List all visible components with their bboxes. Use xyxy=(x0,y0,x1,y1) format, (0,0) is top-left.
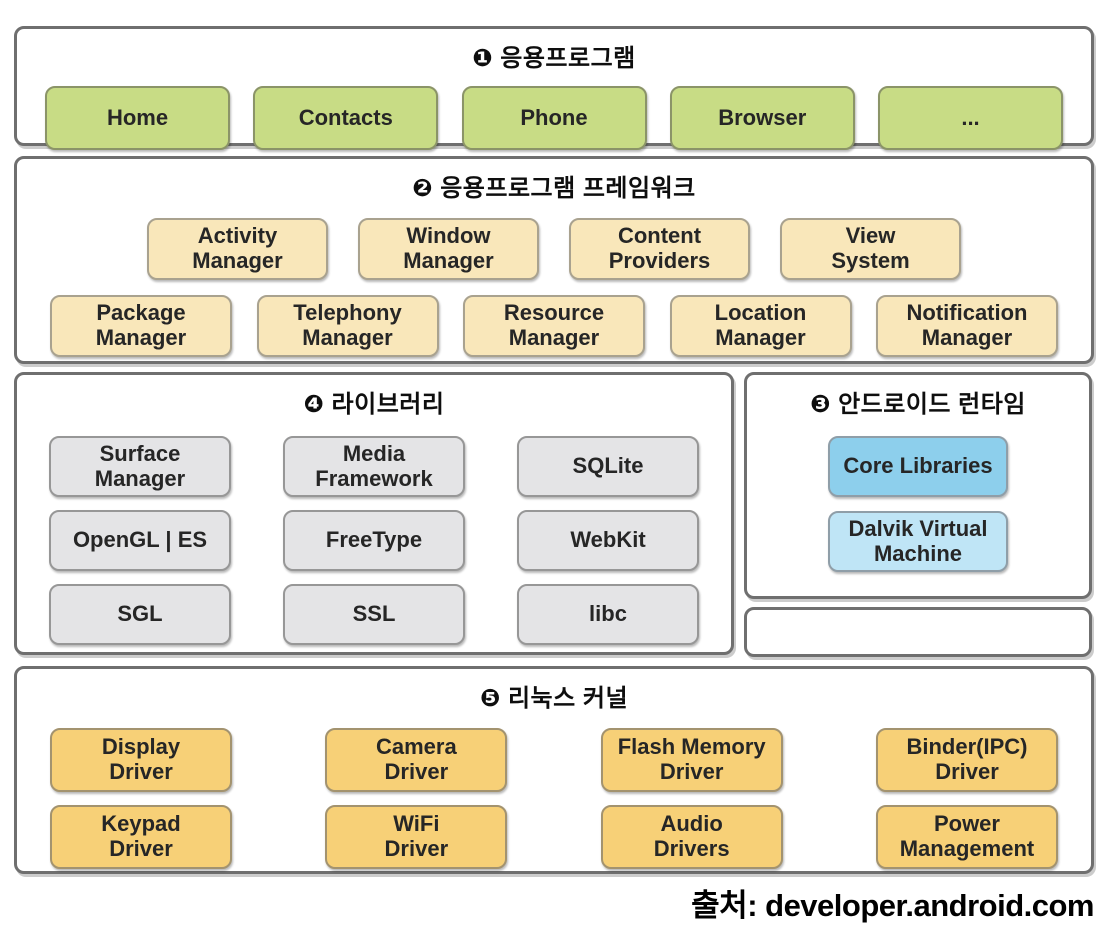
panel-empty-strip xyxy=(744,607,1092,657)
lib-box-webkit: WebKit xyxy=(517,510,699,571)
lib-box-media-framework: Media Framework xyxy=(283,436,465,497)
app-box-phone: Phone xyxy=(461,86,647,150)
kern-box-binder-ipc-driver: Binder(IPC) Driver xyxy=(875,728,1058,792)
framework-row-1: Activity Manager Window Manager Content … xyxy=(17,218,1091,280)
rt-box-core-libraries: Core Libraries xyxy=(828,436,1008,497)
fw-box-view-system: View System xyxy=(780,218,961,280)
lib-box-ssl: SSL xyxy=(283,584,465,645)
kernel-row-2: Keypad Driver WiFi Driver Audio Drivers … xyxy=(17,805,1091,869)
panel-libraries: ❹ 라이브러리 Surface Manager Media Framework … xyxy=(14,372,734,655)
kern-box-keypad-driver: Keypad Driver xyxy=(50,805,232,869)
section-title-kernel: ❺ 리눅스 커널 xyxy=(479,685,629,712)
kern-box-power-management: Power Management xyxy=(875,805,1058,869)
app-box-more: ... xyxy=(878,86,1063,150)
kern-box-camera-driver: Camera Driver xyxy=(325,728,508,792)
kern-box-display-driver: Display Driver xyxy=(50,728,232,792)
libraries-row-2: OpenGL | ES FreeType WebKit xyxy=(17,510,731,571)
lib-box-sqlite: SQLite xyxy=(517,436,699,497)
kern-box-wifi-driver: WiFi Driver xyxy=(325,805,508,869)
lib-box-libc: libc xyxy=(517,584,699,645)
fw-box-content-providers: Content Providers xyxy=(569,218,750,280)
applications-row: Home Contacts Phone Browser ... xyxy=(17,86,1091,150)
lib-box-opengl-es: OpenGL | ES xyxy=(49,510,231,571)
fw-box-window-manager: Window Manager xyxy=(358,218,539,280)
lib-box-freetype: FreeType xyxy=(283,510,465,571)
libraries-row-3: SGL SSL libc xyxy=(17,584,731,645)
fw-box-resource-manager: Resource Manager xyxy=(463,295,645,357)
fw-box-activity-manager: Activity Manager xyxy=(147,218,328,280)
rt-box-dalvik-vm: Dalvik Virtual Machine xyxy=(828,511,1008,572)
panel-runtime: ❸ 안드로이드 런타임 Core Libraries Dalvik Virtua… xyxy=(744,372,1092,599)
section-title-applications: ❶ 응용프로그램 xyxy=(472,45,636,72)
section-title-libraries: ❹ 라이브러리 xyxy=(303,391,445,418)
libraries-row-1: Surface Manager Media Framework SQLite xyxy=(17,436,731,497)
kernel-row-1: Display Driver Camera Driver Flash Memor… xyxy=(17,728,1091,792)
fw-box-location-manager: Location Manager xyxy=(669,295,852,357)
section-title-runtime: ❸ 안드로이드 런타임 xyxy=(810,391,1026,418)
app-box-contacts: Contacts xyxy=(253,86,439,150)
runtime-column: Core Libraries Dalvik Virtual Machine xyxy=(747,436,1089,572)
kern-box-flash-memory-driver: Flash Memory Driver xyxy=(600,728,783,792)
framework-row-2: Package Manager Telephony Manager Resour… xyxy=(17,295,1091,357)
panel-applications: ❶ 응용프로그램 Home Contacts Phone Browser ... xyxy=(14,26,1094,150)
fw-box-notification-manager: Notification Manager xyxy=(876,295,1058,357)
app-box-browser: Browser xyxy=(669,86,855,150)
panel-framework: ❷ 응용프로그램 프레임워크 Activity Manager Window M… xyxy=(14,156,1094,364)
source-caption: 출처: developer.android.com xyxy=(691,888,1094,923)
kern-box-audio-drivers: Audio Drivers xyxy=(600,805,783,869)
panel-kernel: ❺ 리눅스 커널 Display Driver Camera Driver Fl… xyxy=(14,666,1094,874)
lib-box-sgl: SGL xyxy=(49,584,231,645)
lib-box-surface-manager: Surface Manager xyxy=(49,436,231,497)
fw-box-package-manager: Package Manager xyxy=(50,295,232,357)
section-title-framework: ❷ 응용프로그램 프레임워크 xyxy=(412,175,696,202)
app-box-home: Home xyxy=(45,86,230,150)
fw-box-telephony-manager: Telephony Manager xyxy=(256,295,439,357)
